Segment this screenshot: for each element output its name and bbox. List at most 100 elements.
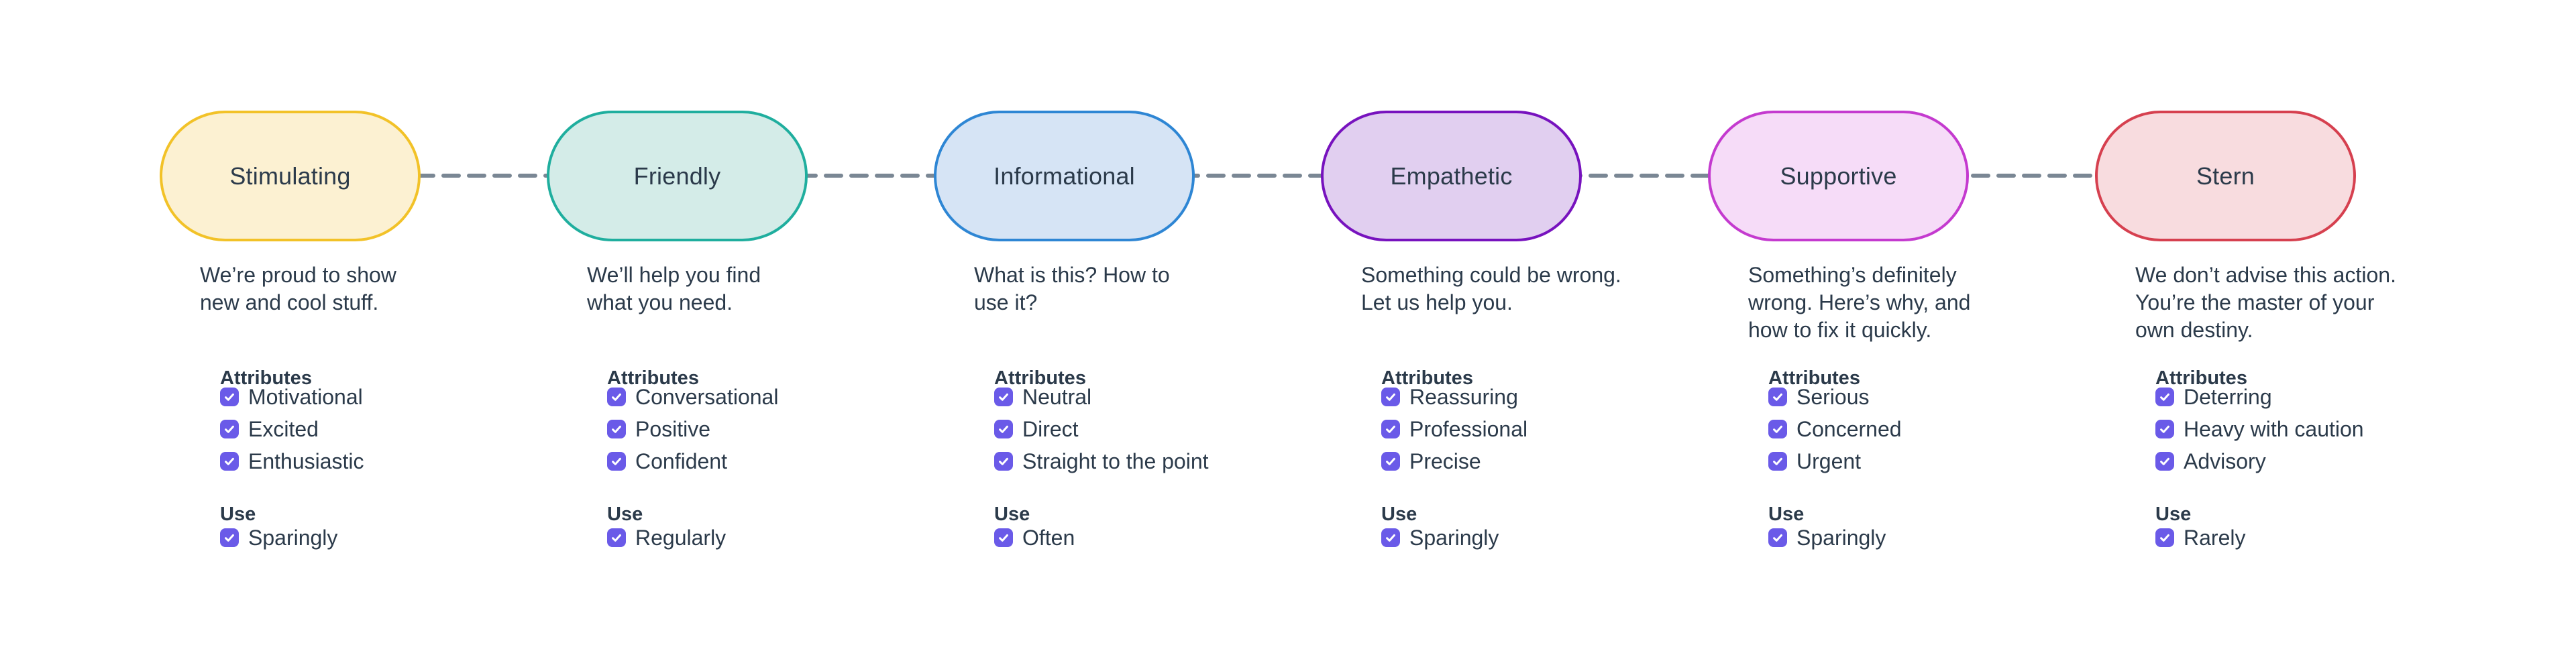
checkbox-label: Concerned (1796, 416, 1902, 441)
check-icon (612, 457, 621, 465)
checkbox-row[interactable]: Deterring (2155, 385, 2364, 409)
checkbox-row[interactable]: Excited (220, 417, 364, 441)
checkbox-row[interactable]: Professional (1381, 417, 1527, 441)
checkbox-checked[interactable] (607, 528, 626, 547)
checkbox-checked[interactable] (994, 420, 1013, 438)
checkbox-label: Deterring (2184, 384, 2272, 409)
checkbox-checked[interactable] (1768, 388, 1787, 406)
tone-column-friendly: Friendly We’ll help you find what you ne… (547, 111, 934, 593)
checkbox-label: Regularly (635, 525, 727, 550)
check-icon (1773, 425, 1782, 433)
checkbox-row[interactable]: Confident (607, 449, 778, 473)
attributes-header: Attributes (220, 367, 312, 389)
checkbox-row[interactable]: Heavy with caution (2155, 417, 2364, 441)
checkbox-row[interactable]: Direct (994, 417, 1209, 441)
checkbox-checked[interactable] (220, 388, 239, 406)
check-icon (612, 534, 621, 542)
use-list: Regularly (607, 525, 727, 560)
checkbox-label: Conversational (635, 384, 779, 409)
use-list: Sparingly (1381, 526, 1499, 560)
checkbox-row[interactable]: Motivational (220, 385, 364, 409)
checkbox-row[interactable]: Concerned (1768, 417, 1902, 441)
checkbox-row[interactable]: Often (994, 525, 1075, 550)
checkbox-checked[interactable] (1381, 420, 1400, 438)
checkbox-row[interactable]: Enthusiastic (220, 449, 364, 473)
tone-pill-supportive: Supportive (1708, 111, 1969, 241)
check-icon (225, 425, 234, 433)
check-icon (2160, 393, 2169, 401)
check-icon (1773, 534, 1782, 542)
tone-column-empathetic: Empathetic Something could be wrong. Let… (1321, 111, 1708, 593)
checkbox-checked[interactable] (1768, 528, 1787, 547)
tone-pill-stern: Stern (2095, 111, 2356, 241)
check-icon (2160, 425, 2169, 433)
use-list: Often (994, 525, 1075, 560)
attributes-list: Neutral Direct Straight to the point (994, 385, 1209, 484)
checkbox-label: Rarely (2184, 525, 2246, 550)
checkbox-row[interactable]: Neutral (994, 385, 1209, 409)
checkbox-row[interactable]: Sparingly (220, 526, 337, 550)
attributes-list: Serious Concerned Urgent (1768, 385, 1902, 484)
checkbox-checked[interactable] (2155, 388, 2174, 406)
tone-description: Something could be wrong. Let us help yo… (1361, 263, 1621, 314)
check-icon (999, 534, 1008, 542)
checkbox-checked[interactable] (220, 420, 239, 438)
checkbox-checked[interactable] (1381, 452, 1400, 471)
checkbox-row[interactable]: Advisory (2155, 449, 2364, 473)
checkbox-checked[interactable] (607, 420, 626, 438)
checkbox-checked[interactable] (607, 388, 626, 406)
use-header: Use (607, 504, 643, 525)
tone-description: We’ll help you find what you need. (587, 263, 761, 314)
checkbox-label: Advisory (2184, 449, 2266, 473)
checkbox-label: Motivational (248, 384, 363, 409)
checkbox-label: Positive (635, 416, 711, 441)
checkbox-checked[interactable] (1768, 420, 1787, 438)
checkbox-label: Reassuring (1409, 384, 1518, 409)
tone-description: We don’t advise this action. You’re the … (2135, 263, 2396, 342)
check-icon (1773, 393, 1782, 401)
tone-description: Something’s definitely wrong. Here’s why… (1748, 263, 1971, 342)
checkbox-checked[interactable] (2155, 420, 2174, 438)
checkbox-label: Enthusiastic (248, 449, 364, 473)
checkbox-checked[interactable] (220, 452, 239, 471)
checkbox-row[interactable]: Sparingly (1381, 526, 1499, 550)
checkbox-label: Often (1022, 525, 1075, 550)
checkbox-checked[interactable] (2155, 528, 2174, 547)
checkbox-checked[interactable] (607, 452, 626, 471)
checkbox-label: Urgent (1796, 449, 1862, 473)
checkbox-row[interactable]: Conversational (607, 385, 778, 409)
check-icon (2160, 457, 2169, 465)
checkbox-checked[interactable] (220, 528, 239, 547)
checkbox-checked[interactable] (1381, 388, 1400, 406)
check-icon (1386, 425, 1395, 433)
checkbox-label: Professional (1409, 416, 1528, 441)
attributes-header: Attributes (1768, 367, 1860, 389)
checkbox-checked[interactable] (994, 452, 1013, 471)
checkbox-row[interactable]: Rarely (2155, 525, 2246, 550)
checkbox-label: Neutral (1022, 384, 1092, 409)
tone-pill-empathetic: Empathetic (1321, 111, 1582, 241)
attributes-list: Motivational Excited Enthusiastic (220, 385, 364, 484)
checkbox-row[interactable]: Sparingly (1768, 525, 1886, 550)
checkbox-checked[interactable] (1768, 452, 1787, 471)
checkbox-checked[interactable] (994, 388, 1013, 406)
checkbox-row[interactable]: Serious (1768, 385, 1902, 409)
tone-pill-label: Empathetic (1390, 162, 1513, 190)
checkbox-label: Sparingly (1796, 525, 1886, 550)
tone-column-stern: Stern We don’t advise this action. You’r… (2095, 111, 2482, 593)
checkbox-row[interactable]: Reassuring (1381, 385, 1527, 409)
check-icon (225, 393, 234, 401)
tone-pill-informational: Informational (934, 111, 1195, 241)
checkbox-checked[interactable] (1381, 528, 1400, 547)
checkbox-checked[interactable] (994, 528, 1013, 547)
check-icon (225, 534, 234, 542)
checkbox-row[interactable]: Positive (607, 417, 778, 441)
checkbox-row[interactable]: Precise (1381, 449, 1527, 473)
checkbox-checked[interactable] (2155, 452, 2174, 471)
checkbox-row[interactable]: Urgent (1768, 449, 1902, 473)
checkbox-row[interactable]: Regularly (607, 525, 727, 550)
check-icon (612, 425, 621, 433)
checkbox-row[interactable]: Straight to the point (994, 449, 1209, 473)
checkbox-label: Direct (1022, 416, 1079, 441)
